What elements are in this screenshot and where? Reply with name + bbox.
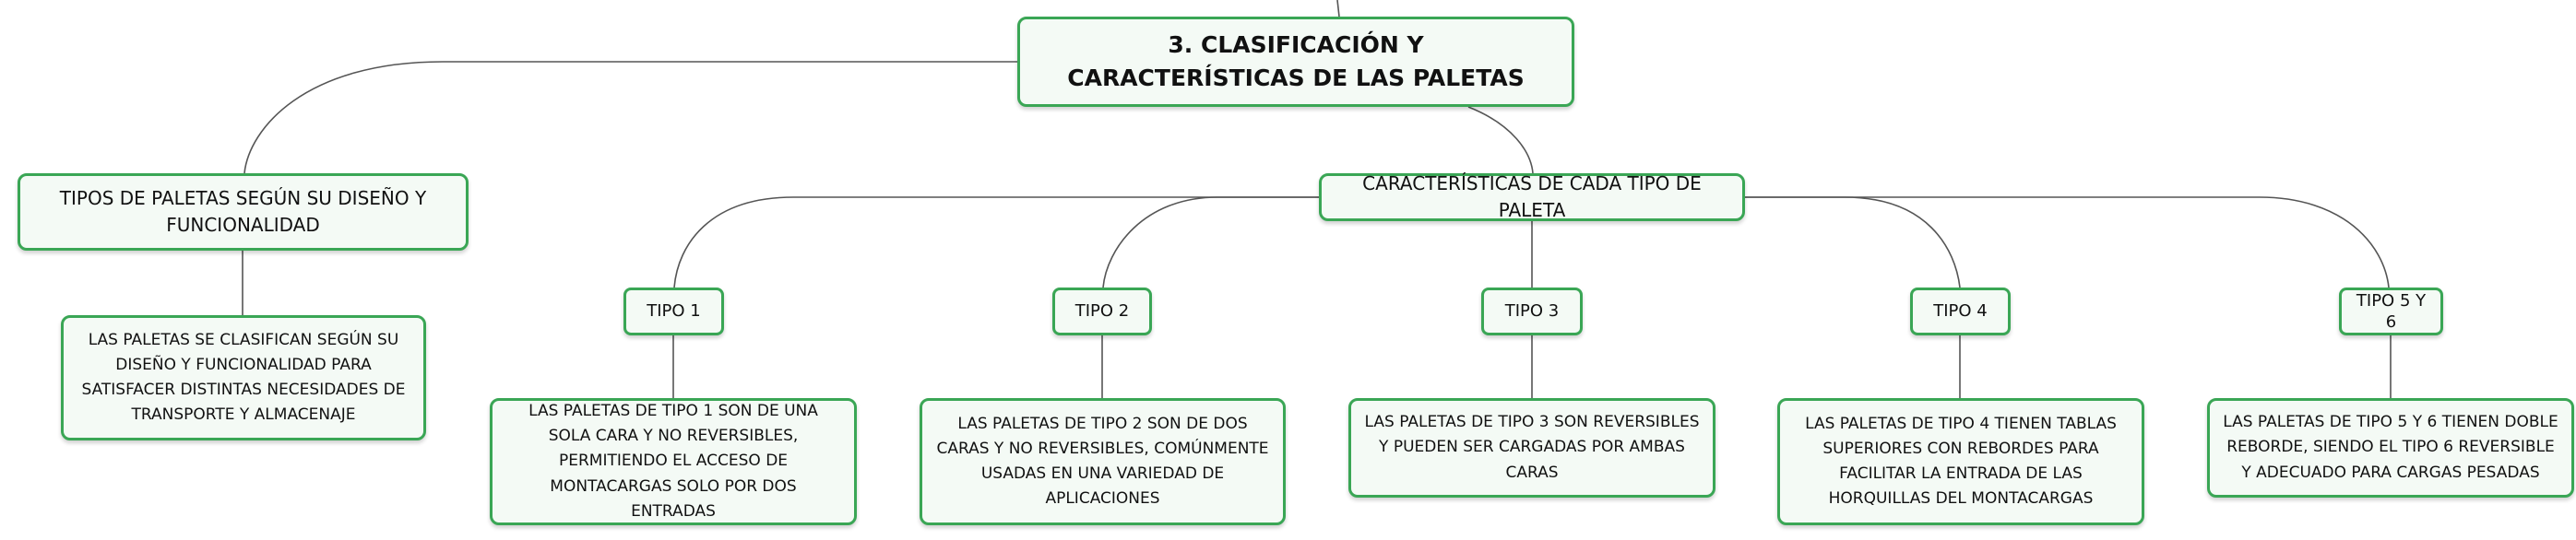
tipo-2-label: TIPO 2: [1074, 301, 1130, 322]
tipo-5-6-description-node[interactable]: LAS PALETAS DE TIPO 5 Y 6 TIENEN DOBLE R…: [2207, 398, 2574, 498]
tipo-5-6-node[interactable]: TIPO 5 Y 6: [2339, 288, 2443, 335]
tipo-1-label: TIPO 1: [647, 301, 701, 322]
tipo-5-6-label: TIPO 5 Y 6: [2356, 290, 2427, 332]
tipo-1-node[interactable]: TIPO 1: [623, 288, 724, 335]
tipo-3-node[interactable]: TIPO 3: [1481, 288, 1583, 335]
connector-root-characteristics: [1467, 106, 1534, 174]
root-title: 3. CLASIFICACIÓN Y CARACTERÍSTICAS DE LA…: [1067, 30, 1525, 91]
tipo-3-description-text: LAS PALETAS DE TIPO 3 SON REVERSIBLES Y …: [1364, 413, 1700, 482]
connector-root-top: [1336, 0, 1340, 18]
left-description-text: LAS PALETAS SE CLASIFICAN SEGÚN SU DISEÑ…: [81, 330, 406, 425]
connector-char-tipo2: [1102, 196, 1319, 288]
characteristics-title: CARACTERÍSTICAS DE CADA TIPO DE PALETA: [1362, 172, 1702, 221]
tipo-4-description-text: LAS PALETAS DE TIPO 4 TIENEN TABLAS SUPE…: [1805, 414, 2117, 509]
tipo-4-description-node[interactable]: LAS PALETAS DE TIPO 4 TIENEN TABLAS SUPE…: [1777, 398, 2144, 525]
tipo-2-node[interactable]: TIPO 2: [1052, 288, 1152, 335]
tipo-3-label: TIPO 3: [1504, 301, 1560, 322]
tipo-1-description-node[interactable]: LAS PALETAS DE TIPO 1 SON DE UNA SOLA CA…: [490, 398, 857, 525]
tipo-2-description-text: LAS PALETAS DE TIPO 2 SON DE DOS CARAS Y…: [936, 414, 1269, 509]
connector-char-tipo4: [1745, 196, 1961, 288]
tipo-1-description-text: LAS PALETAS DE TIPO 1 SON DE UNA SOLA CA…: [528, 402, 818, 521]
tipo-4-label: TIPO 4: [1933, 301, 1988, 322]
root-node[interactable]: 3. CLASIFICACIÓN Y CARACTERÍSTICAS DE LA…: [1017, 17, 1574, 107]
tipo-2-description-node[interactable]: LAS PALETAS DE TIPO 2 SON DE DOS CARAS Y…: [920, 398, 1286, 525]
characteristics-node[interactable]: CARACTERÍSTICAS DE CADA TIPO DE PALETA: [1319, 172, 1745, 221]
connector-char-tipo1: [673, 196, 1319, 288]
tipo-4-node[interactable]: TIPO 4: [1910, 288, 2011, 335]
connector-root-left: [243, 61, 1017, 174]
tipo-3-description-node[interactable]: LAS PALETAS DE TIPO 3 SON REVERSIBLES Y …: [1348, 398, 1715, 498]
left-description-node[interactable]: LAS PALETAS SE CLASIFICAN SEGÚN SU DISEÑ…: [61, 315, 426, 440]
connector-char-tipo56: [1745, 196, 2390, 288]
left-topic-title: TIPOS DE PALETAS SEGÚN SU DISEÑO Y FUNCI…: [59, 187, 427, 236]
left-topic-node[interactable]: TIPOS DE PALETAS SEGÚN SU DISEÑO Y FUNCI…: [18, 173, 469, 251]
tipo-5-6-description-text: LAS PALETAS DE TIPO 5 Y 6 TIENEN DOBLE R…: [2223, 413, 2558, 482]
